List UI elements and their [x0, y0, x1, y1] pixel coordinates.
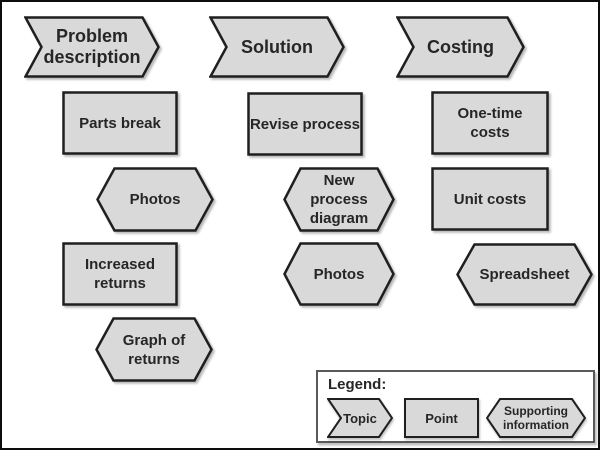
shape-point-parts-break: Parts break — [62, 91, 178, 155]
rectangle-shape — [247, 92, 363, 156]
rectangle-shape — [431, 91, 549, 155]
hexagon-shape — [456, 243, 593, 306]
shape-supporting-photos-problem: Photos — [96, 167, 214, 232]
legend-supporting-label: Supporting information — [503, 404, 569, 432]
point-label: One-time costs — [457, 105, 523, 141]
shape-topic-problem-description: Problem description — [24, 16, 160, 78]
hexagon-shape — [283, 242, 395, 306]
hexagon-shape — [283, 167, 395, 232]
chevron-shape — [327, 398, 393, 438]
point-label: Parts break — [79, 114, 161, 132]
legend-point-label: Point — [425, 410, 458, 426]
supporting-label: New process diagram — [309, 172, 369, 227]
hexagon-shape — [95, 317, 213, 382]
shape-supporting-photos-solution: Photos — [283, 242, 395, 306]
chevron-shape — [396, 16, 525, 78]
hexagon-shape — [96, 167, 214, 232]
chevron-shape — [209, 16, 345, 78]
legend-topic-label: Topic — [343, 410, 377, 426]
legend-item-supporting-information: Supporting information — [486, 398, 586, 438]
legend-item-point: Point — [404, 398, 479, 438]
shape-point-increased-returns: Increased returns — [62, 242, 178, 306]
shape-supporting-new-process-diagram: New process diagram — [283, 167, 395, 232]
legend-box: Legend: Topic Point Supporting informati… — [316, 370, 595, 443]
rectangle-shape — [62, 242, 178, 306]
chevron-shape — [24, 16, 160, 78]
shape-point-one-time-costs: One-time costs — [431, 91, 549, 155]
supporting-label: Photos — [129, 191, 181, 208]
supporting-label: Photos — [313, 265, 365, 283]
legend-item-topic: Topic — [327, 398, 393, 438]
point-label: Revise process — [249, 115, 361, 133]
point-label: Unit costs — [453, 190, 527, 208]
shape-supporting-graph-of-returns: Graph of returns — [95, 317, 213, 382]
shape-point-revise-process: Revise process — [247, 92, 363, 156]
legend-title: Legend: — [328, 376, 387, 393]
shape-point-unit-costs: Unit costs — [431, 167, 549, 231]
supporting-label: Graph of returns — [122, 331, 186, 368]
point-label: Increased returns — [84, 256, 156, 292]
rectangle-shape — [431, 167, 549, 231]
shape-topic-solution: Solution — [209, 16, 345, 78]
topic-label: Problem description — [43, 26, 141, 67]
topic-label: Costing — [427, 36, 494, 57]
shape-topic-costing: Costing — [396, 16, 525, 78]
topic-label: Solution — [241, 36, 313, 57]
hexagon-shape — [486, 398, 586, 438]
rectangle-shape — [404, 398, 479, 438]
shape-supporting-spreadsheet: Spreadsheet — [456, 243, 593, 306]
rectangle-shape — [62, 91, 178, 155]
supporting-label: Spreadsheet — [479, 266, 570, 283]
